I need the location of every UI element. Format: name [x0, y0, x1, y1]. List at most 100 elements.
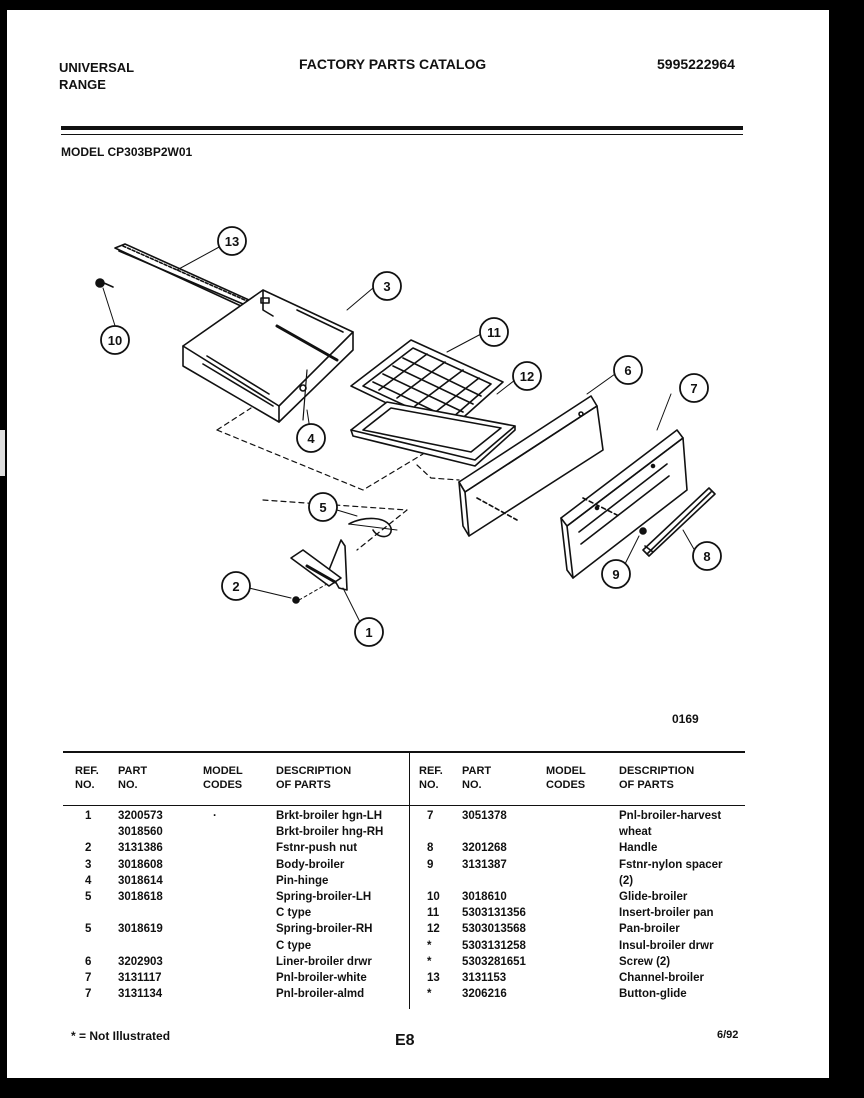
part-spring-broiler — [348, 517, 398, 538]
ref-number: 13 — [427, 971, 440, 984]
callout-10 — [100, 325, 130, 355]
callout-2-number: 2 — [232, 579, 239, 594]
part-channel-broiler — [114, 243, 250, 307]
table-row: 5 3018619 Spring-broiler-RH — [7, 921, 407, 937]
part-description: Liner-broiler drwr — [276, 955, 372, 968]
catalog-number: 5995222964 — [657, 56, 735, 72]
header-part-no-right: PART NO. — [462, 765, 492, 791]
callout-7 — [679, 373, 709, 403]
callout-9-number: 9 — [612, 567, 619, 582]
header-rule-thick — [61, 126, 743, 130]
part-number: 5303131356 — [462, 907, 526, 920]
ref-number: 5 — [85, 923, 92, 936]
callout-5-number: 5 — [319, 500, 326, 515]
part-number: 3131387 — [462, 858, 507, 871]
table-row: * 5303131258 Insul-broiler drwr — [7, 938, 827, 954]
callout-12 — [512, 361, 542, 391]
part-description: C type — [276, 907, 312, 920]
ref-number: 7 — [85, 988, 92, 1001]
catalog-page: UNIVERSAL RANGE FACTORY PARTS CATALOG 59… — [7, 10, 829, 1078]
header-rule-thin — [61, 134, 743, 135]
ref-number: 5 — [85, 890, 92, 903]
table-row: * 5303281651 Screw (2) — [7, 954, 827, 970]
callout-12-number: 12 — [520, 369, 534, 384]
callout-1 — [354, 617, 384, 647]
table-top-rule — [63, 751, 745, 753]
header-model-codes-right: MODEL CODES — [546, 765, 586, 791]
callout-4 — [296, 423, 326, 453]
model-number: CP303BP2W01 — [107, 145, 193, 159]
part-description: (2) — [619, 874, 634, 887]
figure-number: 0169 — [672, 712, 699, 726]
ref-number: * — [427, 955, 432, 968]
callout-7-number: 7 — [690, 381, 697, 396]
part-body-broiler — [182, 289, 354, 423]
part-number: 3131134 — [118, 988, 163, 1001]
part-description: Screw (2) — [619, 955, 671, 968]
ref-number: 12 — [427, 923, 440, 936]
part-description: Brkt-broiler hgn-LH — [276, 810, 383, 822]
callout-leaders — [176, 245, 700, 559]
part-description: Button-glide — [619, 988, 687, 1001]
part-panel-broiler — [560, 429, 688, 579]
callout-labels — [100, 226, 722, 647]
part-description: Insul-broiler drwr — [619, 939, 714, 952]
callout-13-number: 13 — [225, 234, 239, 249]
ref-number: 3 — [85, 858, 92, 871]
callout-3-number: 3 — [383, 279, 390, 294]
callout-8 — [692, 541, 722, 571]
part-number: 3018619 — [118, 923, 163, 936]
part-number: 3201268 — [462, 842, 507, 855]
exploded-parts-diagram: 1 2 3 4 5 6 7 8 9 10 11 12 13 — [95, 226, 722, 647]
ref-number: * — [427, 939, 432, 952]
table-row: wheat — [7, 824, 827, 840]
part-description: Body-broiler — [276, 858, 345, 871]
not-illustrated-note: * = Not Illustrated — [71, 1029, 171, 1043]
part-number: 3018614 — [118, 874, 163, 887]
callout-11-number: 11 — [487, 325, 501, 340]
part-number: 5303131258 — [462, 939, 526, 952]
ref-number: 8 — [427, 842, 434, 855]
model-code: · — [213, 810, 217, 822]
part-description: Spring-broiler-RH — [276, 923, 373, 936]
table-row: C type — [7, 938, 407, 954]
part-description: Channel-broiler — [619, 971, 704, 984]
table-row: 7 3131134 Pnl-broiler-almd — [7, 986, 407, 1002]
callout-8-number: 8 — [703, 549, 710, 564]
brand-line-1: UNIVERSAL — [59, 60, 135, 75]
part-description: Brkt-broiler hng-RH — [276, 826, 384, 839]
part-push-nut — [248, 583, 328, 604]
part-description: Pnl-broiler-almd — [276, 988, 365, 1001]
table-header-rule — [63, 805, 745, 806]
part-description: Pan-broiler — [619, 923, 680, 936]
callout-1-number: 1 — [365, 625, 372, 640]
part-description: Fstnr-nylon spacer — [619, 858, 723, 871]
table-divider — [409, 753, 410, 1009]
callout-4-number: 4 — [307, 431, 315, 446]
part-number: 3051378 — [462, 810, 507, 822]
header-part-no-left: PART NO. — [118, 765, 148, 791]
header-description-right: DESCRIPTION OF PARTS — [619, 765, 695, 791]
model-line: MODEL CP303BP2W01 — [61, 145, 192, 159]
callout-numbers: 1 2 3 4 5 6 7 8 9 10 11 12 13 — [108, 234, 711, 640]
callout-13 — [217, 226, 247, 256]
ref-number: 1 — [85, 810, 92, 822]
part-description: Fstnr-push nut — [276, 842, 358, 855]
ref-number: 11 — [427, 907, 440, 920]
table-row: (2) — [7, 873, 827, 889]
part-number: 3131117 — [118, 971, 162, 984]
callout-5 — [308, 492, 338, 522]
part-number: 5303281651 — [462, 955, 526, 968]
callout-2 — [221, 571, 251, 601]
